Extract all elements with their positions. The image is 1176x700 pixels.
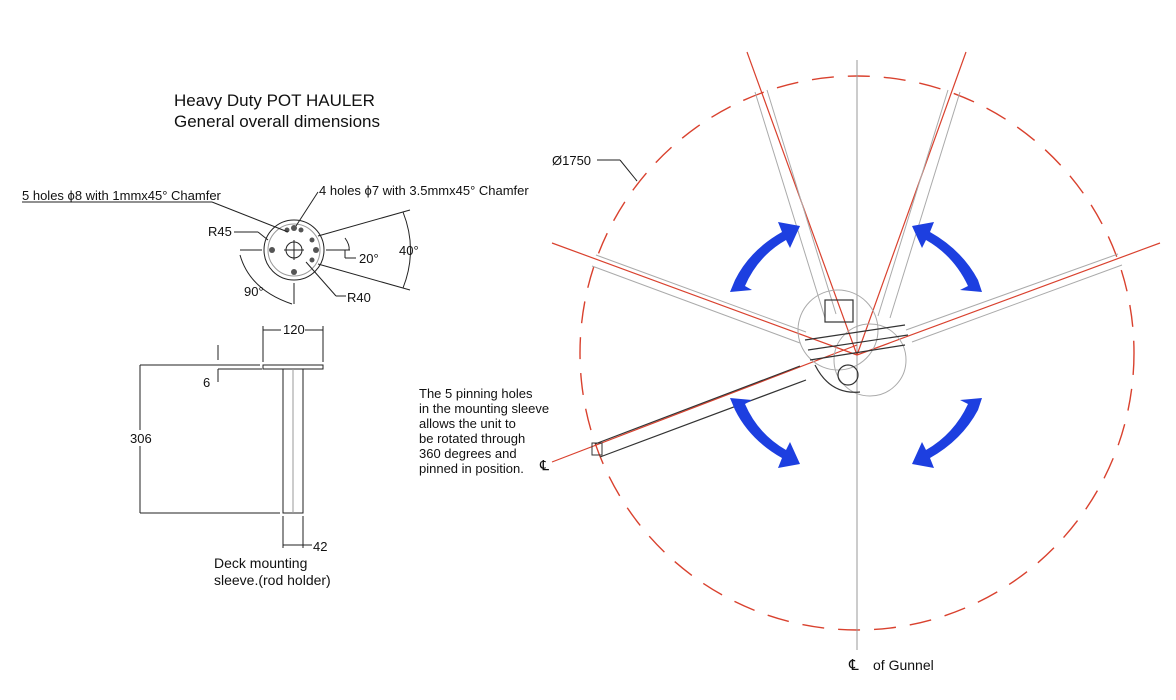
- rotation-arrow-upper-left: [730, 222, 800, 292]
- four-holes-label: 4 holes ϕ7 with 3.5mmx45° Chamfer: [319, 183, 529, 198]
- note-line: in the mounting sleeve: [419, 401, 549, 416]
- angle-20-label: 20°: [359, 251, 379, 266]
- rotation-arrow-lower-right: [912, 398, 982, 468]
- width-120-label: 120: [283, 322, 305, 337]
- note-line: allows the unit to: [419, 416, 516, 431]
- sleeve-caption-1: Deck mounting: [214, 555, 307, 571]
- height-306-label: 306: [130, 431, 152, 446]
- arm-centerline-symbol: ℄: [539, 457, 549, 473]
- r40-label: R40: [347, 290, 371, 305]
- pinning-note: The 5 pinning holes in the mounting slee…: [419, 386, 549, 476]
- r45-label: R45: [208, 224, 232, 239]
- gunnel-centerline-symbol: ℄: [848, 657, 859, 674]
- note-line: The 5 pinning holes: [419, 386, 533, 401]
- sleeve-side-view: [139, 326, 324, 548]
- diameter-1750-label: Ø1750: [552, 153, 591, 168]
- five-holes-label: 5 holes ϕ8 with 1mmx45° Chamfer: [22, 188, 222, 203]
- gunnel-label: of Gunnel: [873, 657, 934, 673]
- rotation-arrow-upper-right: [912, 222, 982, 292]
- angle-40-label: 40°: [399, 243, 419, 258]
- sleeve-caption-2: sleeve.(rod holder): [214, 572, 331, 588]
- angle-90-label: 90°: [244, 284, 264, 299]
- title-line-2: General overall dimensions: [174, 112, 380, 131]
- title-line-1: Heavy Duty POT HAULER: [174, 91, 375, 110]
- note-line: pinned in position.: [419, 461, 524, 476]
- plan-view: [551, 51, 1161, 650]
- flange-top-view: [22, 191, 411, 305]
- rotation-arrows: [730, 222, 982, 468]
- note-line: be rotated through: [419, 431, 525, 446]
- thickness-6-label: 6: [203, 375, 210, 390]
- note-line: 360 degrees and: [419, 446, 517, 461]
- diameter-42-label: 42: [313, 539, 327, 554]
- rotation-arrow-lower-left: [730, 398, 800, 468]
